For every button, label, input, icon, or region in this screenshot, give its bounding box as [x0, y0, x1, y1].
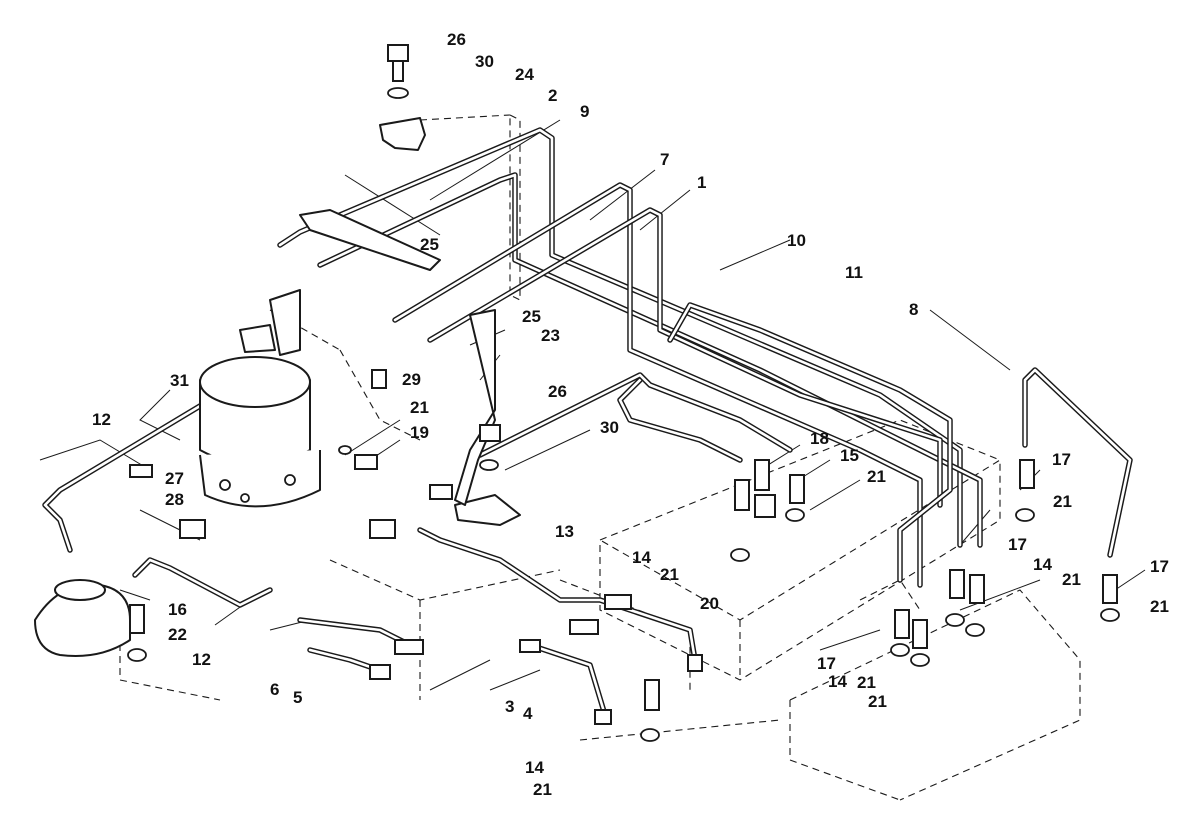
callout-label: 20: [700, 594, 719, 613]
callout-label: 16: [168, 600, 187, 619]
callout-label: 8: [909, 300, 918, 319]
callout-label: 28: [165, 490, 184, 509]
callout-label: 22: [168, 625, 187, 644]
callout-label: 10: [787, 231, 806, 250]
callout-label: 12: [192, 650, 211, 669]
callout-label: 14: [828, 672, 847, 691]
callout-label: 1: [697, 173, 706, 192]
callout-label: 17: [817, 654, 836, 673]
callout-label: 21: [1062, 570, 1081, 589]
callout-label: 26: [447, 30, 466, 49]
callout-label: 24: [515, 65, 534, 84]
callout-label: 17: [1052, 450, 1071, 469]
callout-label: 7: [660, 150, 669, 169]
fittings: [129, 44, 1118, 725]
callout-label: 12: [92, 410, 111, 429]
callout-label: 21: [867, 467, 886, 486]
callout-label: 30: [600, 418, 619, 437]
callout-label: 6: [270, 680, 279, 699]
callout-label: 21: [857, 673, 876, 692]
priming-pump-body: [34, 579, 131, 657]
callout-label: 21: [868, 692, 887, 711]
callout-label: 14: [632, 548, 651, 567]
callout-label: 21: [533, 780, 552, 799]
callout-label: 14: [525, 758, 544, 777]
callout-label: 23: [541, 326, 560, 345]
callout-label: 31: [170, 371, 189, 390]
callout-label: 30: [475, 52, 494, 71]
callout-label: 21: [660, 565, 679, 584]
washers: [127, 445, 1120, 742]
callout-label: 17: [1150, 557, 1169, 576]
callout-labels: 26 30 24 2 9 7 1 10 11 8 25 25 23 29 31 …: [92, 30, 1169, 799]
callout-label: 21: [410, 398, 429, 417]
callout-label: 9: [580, 102, 589, 121]
callout-label: 21: [1150, 597, 1169, 616]
callout-label: 25: [420, 235, 439, 254]
injection-pipes: [42, 127, 1133, 718]
fuel-filter-assembly: [199, 356, 321, 508]
callout-label: 26: [548, 382, 567, 401]
callout-label: 4: [523, 704, 533, 723]
mounting-brackets: [239, 117, 521, 526]
callout-label: 25: [522, 307, 541, 326]
callout-label: 18: [810, 429, 829, 448]
callout-label: 14: [1033, 555, 1052, 574]
callout-label: 2: [548, 86, 557, 105]
callout-label: 11: [845, 263, 863, 282]
callout-label: 27: [165, 469, 184, 488]
callout-label: 17: [1008, 535, 1027, 554]
callout-label: 3: [505, 697, 514, 716]
callout-label: 21: [1053, 492, 1072, 511]
callout-label: 5: [293, 688, 302, 707]
callout-label: 15: [840, 446, 859, 465]
callout-label: 19: [410, 423, 429, 442]
callout-label: 13: [555, 522, 574, 541]
callout-label: 29: [402, 370, 421, 389]
